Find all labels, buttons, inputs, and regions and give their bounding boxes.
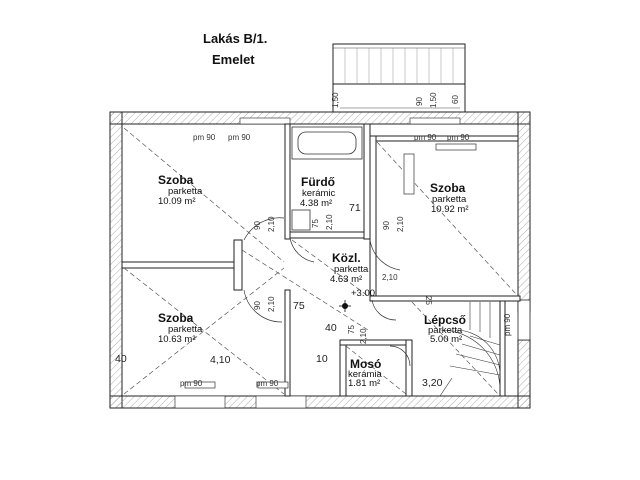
room-area: 1.81 m² [348,378,380,389]
room-name: Szoba [158,173,194,187]
room-diagonals [123,127,517,395]
dim-label: 90 [253,221,262,230]
dim-label: 40 [325,322,337,334]
bathroom-sink [291,209,311,231]
dim-label: 2,10 [267,296,276,312]
dimension-labels: pm 90 pm 90 pm 90 pm 90 pm 90 pm 90 1,50… [115,92,512,389]
dim-label: pm 90 [447,133,470,142]
dim-label: 90 [382,221,391,230]
radiators [184,143,477,389]
dim-label: 2,10 [267,216,276,232]
dim-label: 2,10 [359,328,368,344]
room-name: Mosó [350,357,381,371]
room-floor: parketta [168,186,203,197]
dim-label: 40 [115,353,127,365]
interior-walls [121,123,521,397]
plan-title: Lakás B/1. [203,31,268,46]
room-area: 5.00 m² [430,334,462,345]
room-name: Lépcső [424,313,466,327]
bathtub [291,126,363,160]
door-swings [243,217,411,367]
room-area: 10.09 m² [158,196,196,207]
room-area: 10.92 m² [431,204,469,215]
room-name: Fürdő [301,175,335,189]
room-szoba-3: Szoba parketta 10.63 m² [158,311,203,345]
dim-label: 10 [316,353,328,365]
dim-label: 2,10 [325,214,334,230]
room-name: Szoba [430,181,466,195]
room-moso: Mosó kerámia 1.81 m² [348,357,383,389]
dim-label: pm 90 [193,133,216,142]
staircase [439,302,501,397]
plan-subtitle: Emelet [212,52,255,67]
room-floor: kerámic [302,188,336,199]
dim-label: 60 [451,95,460,104]
room-area: 4.38 m² [300,198,332,209]
dim-label: 90 [415,97,424,106]
room-floor: parketta [428,325,463,336]
dim-label: 25 [424,296,433,305]
room-kozl: Közl. parketta 4.63 m² [330,251,369,285]
exterior-walls [109,111,531,409]
room-area: 10.63 m² [158,334,196,345]
dim-label: 75 [293,300,305,312]
room-floor: parketta [432,194,467,205]
level-marker [339,300,351,312]
balcony [332,43,466,112]
dim-label: 90 [253,301,262,310]
room-name: Közl. [332,251,361,265]
level-label: +3.00 [351,288,375,299]
dim-label: 3,20 [422,377,443,389]
room-floor: parketta [168,324,203,335]
room-floor: kerámia [348,369,383,380]
dim-label: 2,10 [396,216,405,232]
room-lepcso: Lépcső parketta 5.00 m² [424,313,466,345]
dim-label: pm 90 [256,379,279,388]
dim-label: 71 [349,202,361,214]
dim-label: 75 [347,325,356,334]
dim-label: 2,10 [382,273,398,282]
room-szoba-1: Szoba parketta 10.09 m² [158,173,203,207]
dim-label: 1,50 [429,92,438,108]
dim-label: pm 90 [503,313,512,336]
room-floor: parketta [334,264,369,275]
room-furdo: Fürdő kerámic 4.38 m² [300,175,336,209]
dim-label: pm 90 [180,379,203,388]
dim-label: pm 90 [414,133,437,142]
dim-label: pm 90 [228,133,251,142]
room-name: Szoba [158,311,194,325]
room-area: 4.63 m² [330,274,362,285]
dim-label: 4,10 [210,354,231,366]
dim-label: 1,50 [331,92,340,108]
dim-label: 75 [311,219,320,228]
room-szoba-2: Szoba parketta 10.92 m² [430,181,469,215]
